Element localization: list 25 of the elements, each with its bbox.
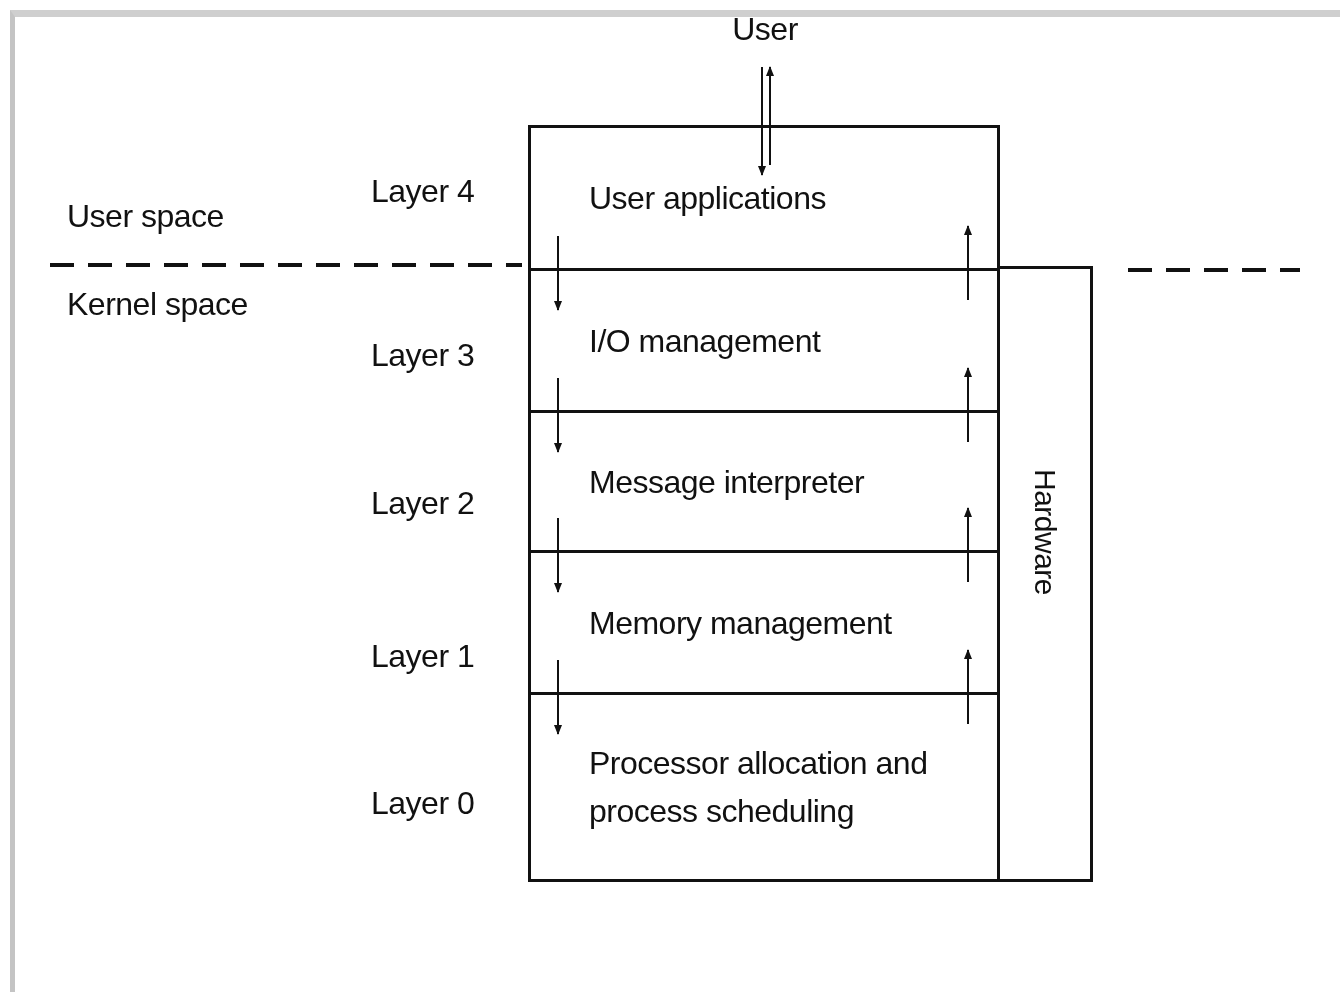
layer-name: I/O management: [589, 321, 821, 361]
layer-name: Memory management: [589, 603, 892, 643]
arrow: [964, 225, 972, 301]
arrow: [964, 367, 972, 443]
arrow: [766, 66, 774, 166]
arrow: [554, 517, 562, 593]
hardware-box: [997, 266, 1093, 882]
node-text: User: [715, 5, 815, 53]
region-label: User space: [67, 198, 224, 235]
layer-label: Layer 3: [371, 337, 475, 374]
arrow: [964, 507, 972, 583]
arrow: [964, 649, 972, 725]
layer-name: Hardware: [1027, 469, 1063, 596]
layer-label: Layer 2: [371, 485, 475, 522]
layer-name: Message interpreter: [589, 462, 865, 502]
layer-name: User applications: [589, 179, 826, 218]
arrow: [758, 66, 766, 176]
layer-name: Processor allocation and process scheduling: [589, 744, 929, 831]
region-label: Kernel space: [67, 286, 248, 323]
layer-label: Layer 1: [371, 638, 475, 675]
arrow: [554, 377, 562, 453]
layer-label: Layer 0: [371, 785, 475, 822]
arrow: [554, 659, 562, 735]
layer-label: Layer 4: [371, 173, 475, 210]
arrow: [554, 235, 562, 311]
